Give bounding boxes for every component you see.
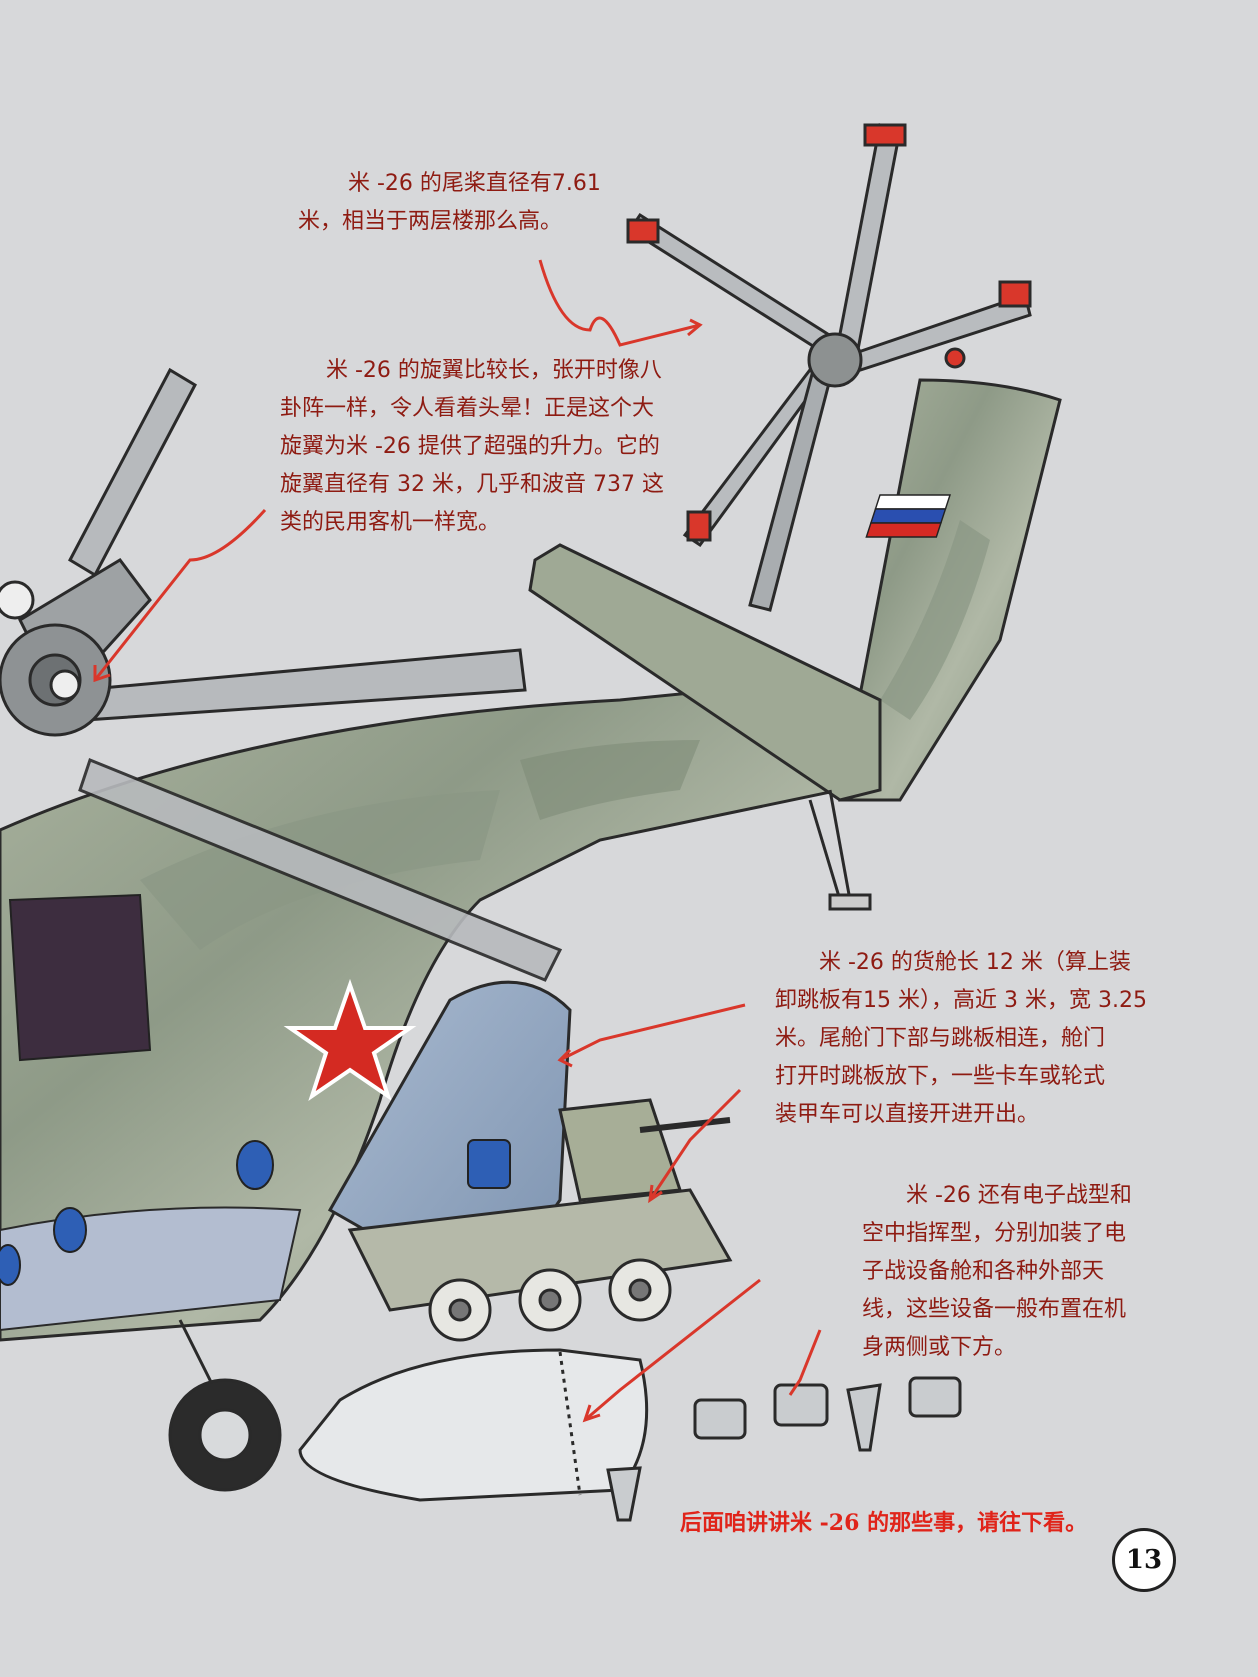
horizontal-stabilizer [528,543,882,802]
page-number-label: 13 [1125,1545,1163,1575]
annotation-line: 子战设备舱和各种外部天 [862,1259,1105,1284]
equipment-pod [298,1348,649,1502]
footer-note: 后面咱讲讲米 -26 的那些事，请往下看。 [680,1510,1088,1536]
tail-rotor-annotation: 米 -26 的尾桨直径有7.61 米，相当于两层楼那么高。 [298,165,601,241]
annotation-line: 旋翼直径有 32 米，几乎和波音 737 这 [280,472,664,497]
page-number: 13 [1112,1528,1176,1592]
tail-rotor-arrow-icon [538,259,701,347]
main-rotor-arrow-icon [93,508,267,681]
main-rotor [0,367,563,982]
variants-annotation: 米 -26 还有电子战型和 空中指挥型，分别加装了电 子战设备舱和各种外部天 线… [862,1177,1132,1367]
vehicle-arrow-icon [648,1088,742,1201]
annotation-line: 类的民用客机一样宽。 [280,510,501,535]
portholes [0,1140,274,1286]
annotation-line: 米 -26 的旋翼比较长，张开时像八 [326,358,662,383]
annotation-line: 米 -26 的尾桨直径有7.61 [348,171,601,196]
tail-rotor [626,123,1032,612]
annotation-line: 打开时跳板放下，一些卡车或轮式 [775,1064,1106,1089]
annotation-line: 卦阵一样，令人看着头晕！正是这个大 [280,396,655,421]
annotation-line: 米。尾舱门下部与跳板相连，舱门 [775,1026,1106,1051]
cargo-door-arrow-icon [559,1003,746,1062]
leader-arrows [93,259,822,1423]
door-window [467,1139,511,1189]
annotation-line: 线，这些设备一般布置在机 [862,1297,1127,1322]
antenna-arrow-icon [788,1329,822,1396]
armoured-vehicle [347,1098,733,1342]
landing-gear [168,789,872,1492]
russian-flag-icon [865,494,951,538]
pod-arrow-icon [584,1278,761,1422]
red-star-icon [283,978,417,1101]
annotation-line: 装甲车可以直接开进开出。 [775,1102,1040,1127]
main-rotor-annotation: 米 -26 的旋翼比较长，张开时像八 卦阵一样，令人看着头晕！正是这个大 旋翼为… [280,352,664,542]
annotation-line: 身两侧或下方。 [862,1335,1017,1360]
annotation-line: 卸跳板有15 米），高近 3 米，宽 3.25 [775,988,1147,1013]
annotation-line: 旋翼为米 -26 提供了超强的升力。它的 [280,434,660,459]
antenna-pieces [606,1376,962,1522]
tail-fin [838,378,1062,802]
annotation-line: 米 -26 的货舱长 12 米（算上装 [819,950,1131,975]
cargo-hold-annotation: 米 -26 的货舱长 12 米（算上装 卸跳板有15 米），高近 3 米，宽 3… [775,944,1147,1134]
annotation-line: 米，相当于两层楼那么高。 [298,209,563,234]
annotation-line: 米 -26 还有电子战型和 [906,1183,1132,1208]
annotation-line: 空中指挥型，分别加装了电 [862,1221,1127,1246]
